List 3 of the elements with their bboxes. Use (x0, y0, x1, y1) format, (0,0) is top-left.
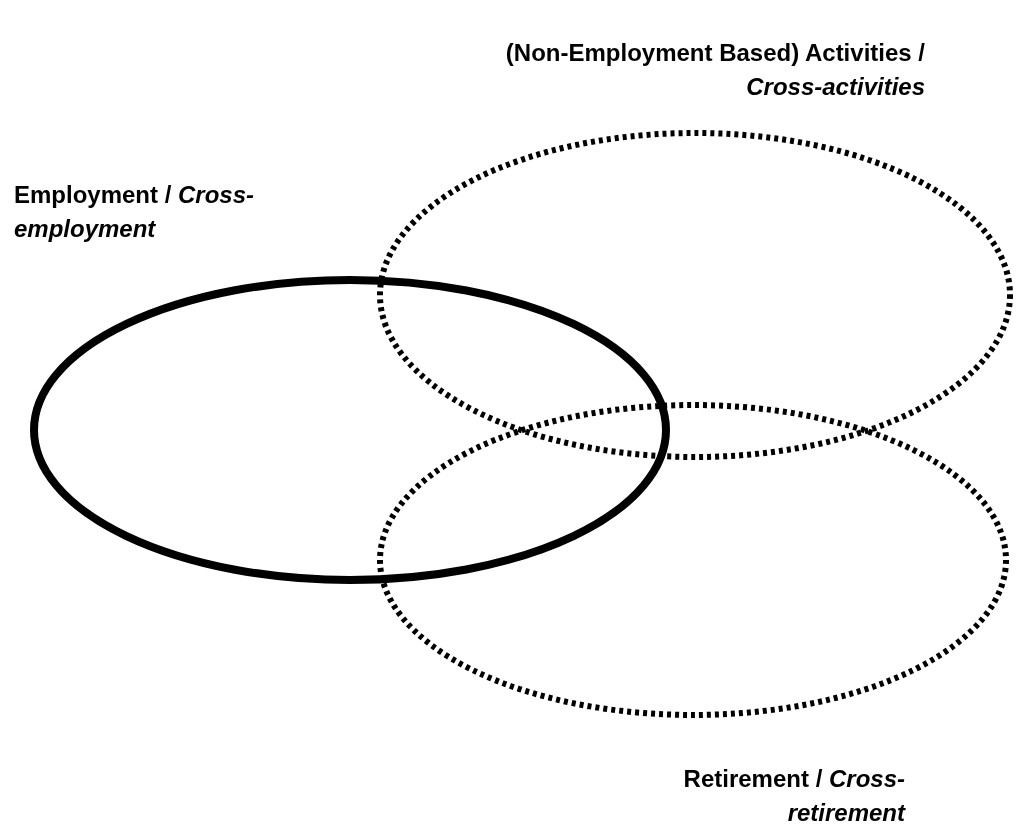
set-label: Employment / Cross-employment (14, 180, 256, 244)
set-label: Retirement / Cross-retirement (682, 764, 905, 828)
set-label: (Non-Employment Based) Activities / Cross-activities (504, 38, 925, 102)
